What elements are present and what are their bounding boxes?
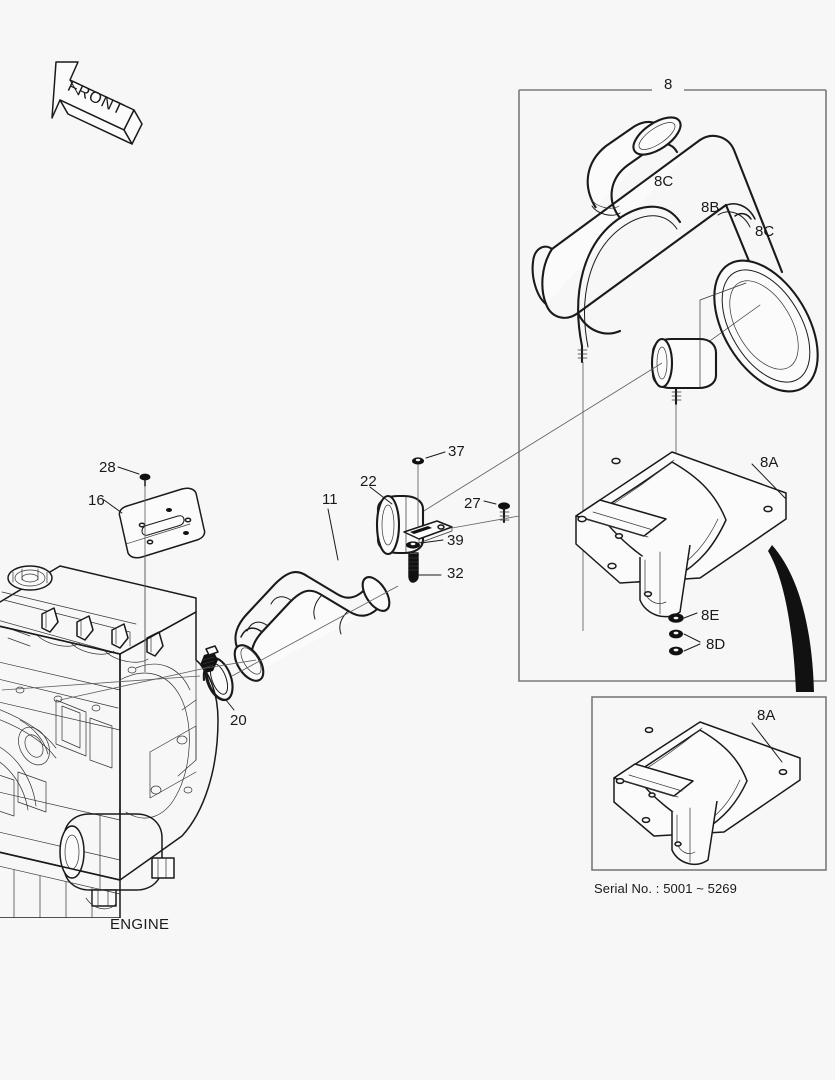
u-bolt-clamp-8c-left (577, 205, 682, 631)
nut-8d-lower (669, 646, 683, 656)
bolt-27 (483, 500, 510, 524)
callout-16: 16 (88, 492, 105, 509)
callout-8d: 8D (706, 636, 726, 653)
hose-clamp-20 (200, 645, 235, 711)
nut-8d-upper (669, 629, 683, 639)
engine-label: ENGINE (110, 916, 170, 933)
u-bolt-clamp-8c-right (734, 212, 752, 220)
starter-motor (59, 813, 175, 910)
muffler-assembly (397, 116, 819, 631)
assembly-axis-line (397, 362, 663, 528)
washer-39 (406, 539, 444, 549)
engine-axis-line (59, 667, 207, 701)
clamp-axis-line (205, 659, 257, 669)
washer-8e (668, 613, 684, 623)
callout-22: 22 (360, 473, 377, 490)
callout-32: 32 (447, 565, 464, 582)
muffler-bracket-8a-inset (613, 721, 801, 865)
pipe-axis-line (231, 585, 399, 677)
nut-37 (412, 451, 446, 527)
callout-8a-inset: 8A (757, 707, 776, 724)
callout-37: 37 (448, 443, 465, 460)
bolt-32 (408, 552, 442, 583)
callout-20: 20 (230, 712, 247, 729)
mounting-plate-16 (103, 487, 206, 559)
engine-axis-line-2 (1, 675, 201, 691)
callout-8a: 8A (760, 454, 779, 471)
front-arrow-icon (51, 61, 143, 145)
callout-8e: 8E (701, 607, 720, 624)
muffler-outlet-face (713, 259, 819, 393)
callout-27: 27 (464, 495, 481, 512)
callout-28: 28 (99, 459, 116, 476)
muffler-tail-pipe (586, 116, 682, 220)
callout-39: 39 (447, 532, 464, 549)
serial-note: Serial No. : 5001 ~ 5269 (594, 881, 737, 896)
curved-black-arrow-icon (768, 545, 814, 692)
callout-8c-right: 8C (755, 223, 775, 240)
bracket-axis-line (451, 515, 520, 529)
callout-8c-left: 8C (654, 173, 674, 190)
callout-8b: 8B (701, 199, 720, 216)
callout-8: 8 (664, 76, 673, 93)
muffler-bracket-8a (575, 451, 787, 618)
exhaust-pipe-11 (233, 508, 391, 682)
engine-block (0, 565, 219, 918)
fastener-stack-8e-8d (668, 612, 701, 656)
inset-box (591, 696, 827, 871)
callout-11: 11 (322, 491, 338, 508)
muffler-body-8b (531, 134, 819, 393)
group-box-8 (518, 89, 827, 682)
pipe-sleeve-22 (369, 486, 453, 556)
